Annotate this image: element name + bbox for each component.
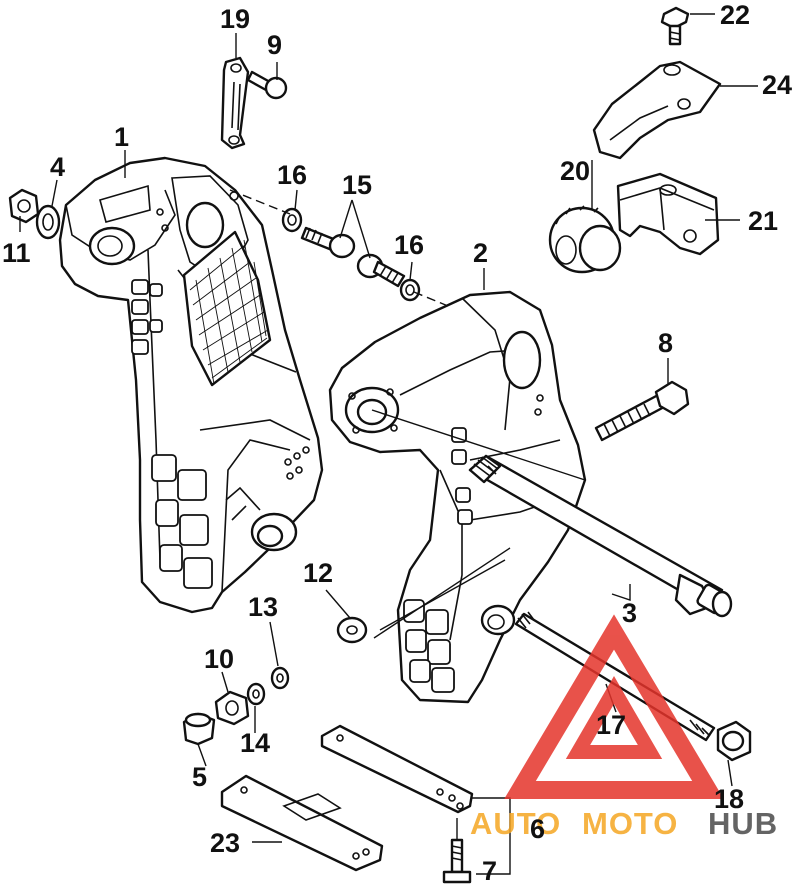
callout-9: 9 xyxy=(267,30,282,60)
callout-7: 7 xyxy=(482,856,497,886)
callout-6: 6 xyxy=(530,814,545,844)
callout-12: 12 xyxy=(303,558,333,588)
watermark-text-moto: MOTO xyxy=(582,806,678,841)
plate-23 xyxy=(220,774,384,872)
callout-18: 18 xyxy=(714,784,744,814)
callout-21: 21 xyxy=(748,206,778,236)
link-plate-19 xyxy=(220,56,250,150)
callout-24: 24 xyxy=(762,70,792,100)
watermark-triangle-icon xyxy=(504,614,724,799)
callout-14: 14 xyxy=(240,728,270,758)
callout-5: 5 xyxy=(192,762,207,792)
watermark-text-auto: AUTO xyxy=(470,806,561,841)
washer-14 xyxy=(246,682,266,706)
collar-5 xyxy=(182,712,216,746)
clamp-bracket-right xyxy=(328,290,587,704)
nut-18 xyxy=(716,720,752,762)
watermark-inner-triangle-icon xyxy=(565,676,663,759)
callout-20: 20 xyxy=(560,156,590,186)
callout-13: 13 xyxy=(248,592,278,622)
callout-10: 10 xyxy=(204,644,234,674)
watermark-logo: AUTO MOTO HUB xyxy=(470,614,778,841)
nut-10 xyxy=(214,690,250,726)
screw-22 xyxy=(660,6,690,46)
leader-lines xyxy=(19,13,758,875)
washer-12 xyxy=(336,616,368,644)
washer-4 xyxy=(35,204,61,240)
washer-13 xyxy=(270,666,290,690)
callout-1: 1 xyxy=(114,122,129,152)
bolt-7 xyxy=(442,838,472,884)
plate-6 xyxy=(320,724,474,814)
watermark-text-hub: HUB xyxy=(708,806,778,841)
callout-3: 3 xyxy=(622,598,637,628)
callout-17: 17 xyxy=(596,710,626,740)
bracket-21 xyxy=(616,172,720,256)
callout-23: 23 xyxy=(210,828,240,858)
screw-9 xyxy=(246,70,288,100)
callout-22: 22 xyxy=(720,0,750,30)
callout-2: 2 xyxy=(473,238,488,268)
callout-16-upper: 16 xyxy=(277,160,307,190)
cover-24 xyxy=(592,60,722,160)
washer-16-upper xyxy=(281,207,303,233)
nut-11 xyxy=(8,188,40,224)
callout-15: 15 xyxy=(342,170,372,200)
callout-11: 11 xyxy=(2,238,31,268)
alignment-lines xyxy=(229,189,586,639)
knob-20 xyxy=(548,205,622,274)
callout-19: 19 xyxy=(220,4,250,34)
clamp-bracket-left xyxy=(58,156,324,614)
callout-16-lower: 16 xyxy=(394,230,424,260)
tilt-tube-shaft xyxy=(468,454,733,618)
callout-4: 4 xyxy=(50,152,65,182)
bolt-15-lower xyxy=(356,253,406,288)
washer-16-lower xyxy=(399,278,421,302)
callout-8: 8 xyxy=(658,328,673,358)
bolt-15-upper xyxy=(300,226,356,259)
bolt-8 xyxy=(594,380,690,442)
